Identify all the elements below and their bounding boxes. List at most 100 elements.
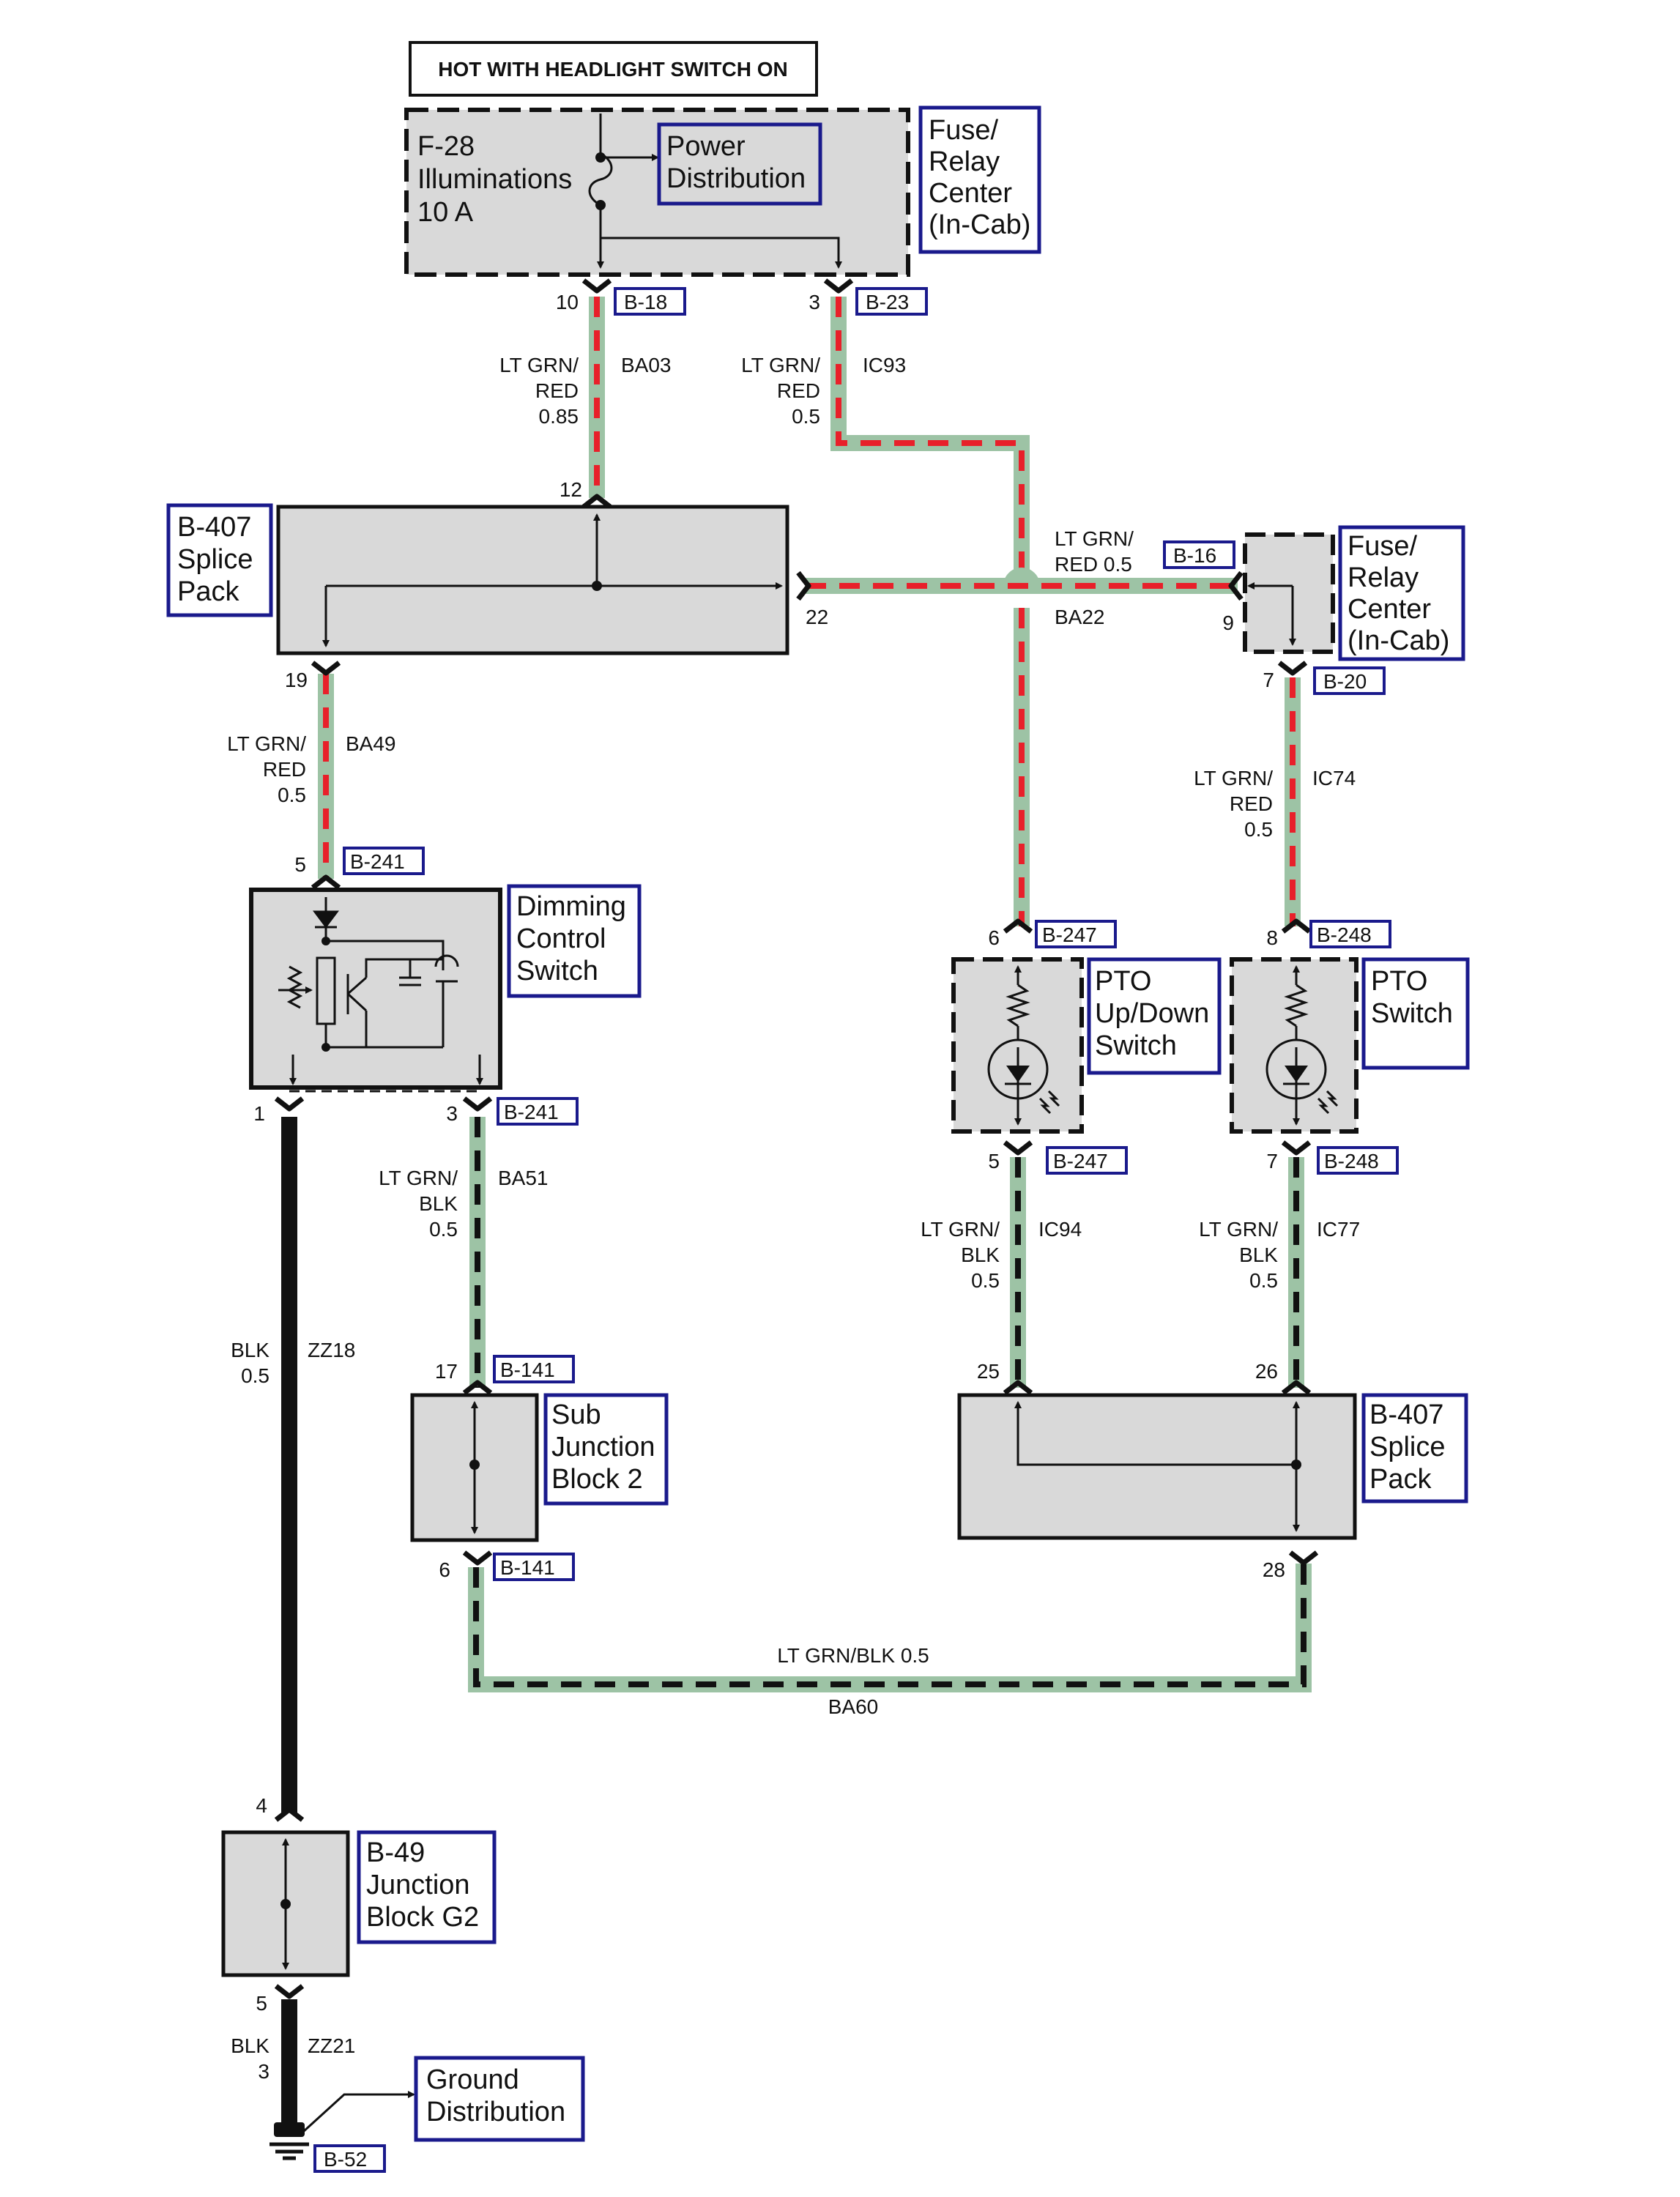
diagram-label: LT GRN/ [1194,767,1273,789]
dimming-control-switch: Dimming Control Switch [249,884,642,1093]
diagram-label: RED [1230,792,1273,815]
diagram-label: 9 [1222,611,1234,634]
tag-b23[interactable]: B-23 [855,287,928,316]
diagram-label: BLK [1239,1244,1278,1266]
tag-b18[interactable]: B-18 [614,287,686,316]
diagram-label: PTO [1095,966,1151,997]
diagram-label: (In-Cab) [1348,625,1449,656]
ground-distribution-box[interactable]: Ground Distribution [414,2056,585,2142]
diagram-label: Junction [551,1432,655,1462]
diagram-label: BLK [231,1339,270,1361]
diagram-label: Splice [177,544,253,575]
label-ba22: LT GRN/ RED 0.5 BA22 [1055,527,1134,628]
diagram-label: Distribution [426,2097,565,2127]
tag-b241-top[interactable]: B-241 [343,847,425,875]
label-ic93: LT GRN/ RED 0.5 IC93 [741,354,906,428]
junction-block-g2: B-49 Junction Block G2 [221,1830,497,1977]
diagram-label: Block G2 [366,1902,479,1933]
diagram-label: Block 2 [551,1464,643,1495]
junction-g2-label: B-49 Junction Block G2 [357,1830,497,1944]
fuse-desc: Illuminations [417,164,572,195]
diagram-label: B-16 [1173,544,1216,567]
pin-numbers: 10 3 12 22 9 19 7 5 1 3 6 8 5 7 17 6 25 … [253,291,1285,2015]
diagram-label: 8 [1266,926,1278,949]
diagram-label: Switch [516,956,598,986]
pto-switch-label: PTO Switch [1361,957,1470,1070]
tag-b247-top[interactable]: B-247 [1035,920,1117,948]
diagram-label: LT GRN/ [227,732,306,755]
diagram-label: Control [516,923,606,954]
diagram-label: BLK [961,1244,1000,1266]
diagram-label: B-241 [504,1101,559,1123]
label-ic77: LT GRN/ BLK 0.5 IC77 [1199,1218,1360,1292]
diagram-label: Pack [1369,1464,1432,1495]
tag-b20[interactable]: B-20 [1313,666,1386,695]
label-ba03: LT GRN/ RED 0.85 BA03 [499,354,671,428]
label-ba60: LT GRN/BLK 0.5 BA60 [777,1644,929,1718]
power-distribution-box[interactable]: Power Distribution [657,122,822,206]
tag-b141-bottom[interactable]: B-141 [493,1553,575,1581]
label-ba51: LT GRN/ BLK 0.5 BA51 [379,1167,548,1241]
diagram-label: IC74 [1312,767,1356,789]
diagram-label: BLK [419,1192,458,1215]
diagram-label: Center [1348,594,1431,625]
tag-b247-bottom[interactable]: B-247 [1046,1146,1128,1175]
fuse-relay-center-right: Fuse/ Relay Center (In-Cab) [1243,525,1465,661]
fuse-relay-center-top: F-28 Illuminations 10 A Power Distributi… [404,105,1041,277]
splice-pack-bottom-label: B-407 Splice Pack [1361,1393,1468,1503]
wire-labels: LT GRN/ RED 0.85 BA03 LT GRN/ RED 0.5 IC… [227,354,1360,2083]
diagram-label: IC94 [1038,1218,1082,1241]
tag-b141-top[interactable]: B-141 [493,1355,575,1383]
diagram-label: 0.85 [539,405,579,428]
diagram-label: LT GRN/ [921,1218,1000,1241]
diagram-label: B-52 [324,2148,367,2171]
tag-b248-top[interactable]: B-248 [1309,920,1391,948]
diagram-label: Switch [1095,1030,1177,1061]
tag-b16[interactable]: B-16 [1163,540,1235,569]
diagram-label: B-247 [1053,1150,1108,1172]
diagram-label: BA03 [621,354,672,376]
diagram-label: 19 [285,669,308,691]
label-ba49: LT GRN/ RED 0.5 BA49 [227,732,395,806]
diagram-label: Pack [177,576,239,607]
diagram-label: 25 [977,1360,1000,1383]
diagram-label: B-141 [500,1358,555,1381]
diagram-label: 5 [256,1992,267,2015]
diagram-label: 0.5 [429,1218,458,1241]
diagram-label: B-248 [1324,1150,1379,1172]
pto-updown-switch: PTO Up/Down Switch [951,957,1222,1134]
wires [281,297,1312,2127]
diagram-label: Relay [1348,562,1419,593]
diagram-label: 6 [988,926,1000,949]
pto-switch: PTO Switch [1230,957,1470,1134]
diagram-label: BA51 [498,1167,549,1189]
label-ic94: LT GRN/ BLK 0.5 IC94 [921,1218,1082,1292]
diagram-label: Power [666,131,746,162]
diagram-label: 5 [294,853,306,876]
label-ic74: LT GRN/ RED 0.5 IC74 [1194,767,1356,841]
diagram-label: Sub [551,1399,601,1430]
splice-pack-top: B-407 Splice Pack [166,503,789,655]
diagram-label: ZZ21 [308,2034,355,2057]
tag-b52[interactable]: B-52 [313,2144,386,2173]
tag-b248-bottom[interactable]: B-248 [1317,1146,1399,1175]
diagram-label: RED [535,379,579,402]
diagram-label: 22 [806,606,828,628]
ground-symbol [270,2091,415,2160]
diagram-label: Up/Down [1095,998,1209,1029]
diagram-label: PTO [1371,966,1427,997]
tag-b241-bottom[interactable]: B-241 [497,1097,579,1126]
diagram-label: Relay [929,146,1000,177]
diagram-label: B-49 [366,1837,425,1868]
diagram-label: B-407 [1369,1399,1443,1430]
diagram-label: 5 [988,1150,1000,1172]
diagram-label: 0.5 [971,1269,1000,1292]
diagram-label: BA49 [346,732,396,755]
diagram-label: 0.5 [278,784,306,806]
fuse-symbol [588,114,842,269]
sub-junction-block-2: Sub Junction Block 2 [410,1393,669,1542]
label-zz18: BLK 0.5 ZZ18 [231,1339,355,1387]
diagram-label: LT GRN/ [1199,1218,1278,1241]
diagram-label: B-141 [500,1556,555,1579]
